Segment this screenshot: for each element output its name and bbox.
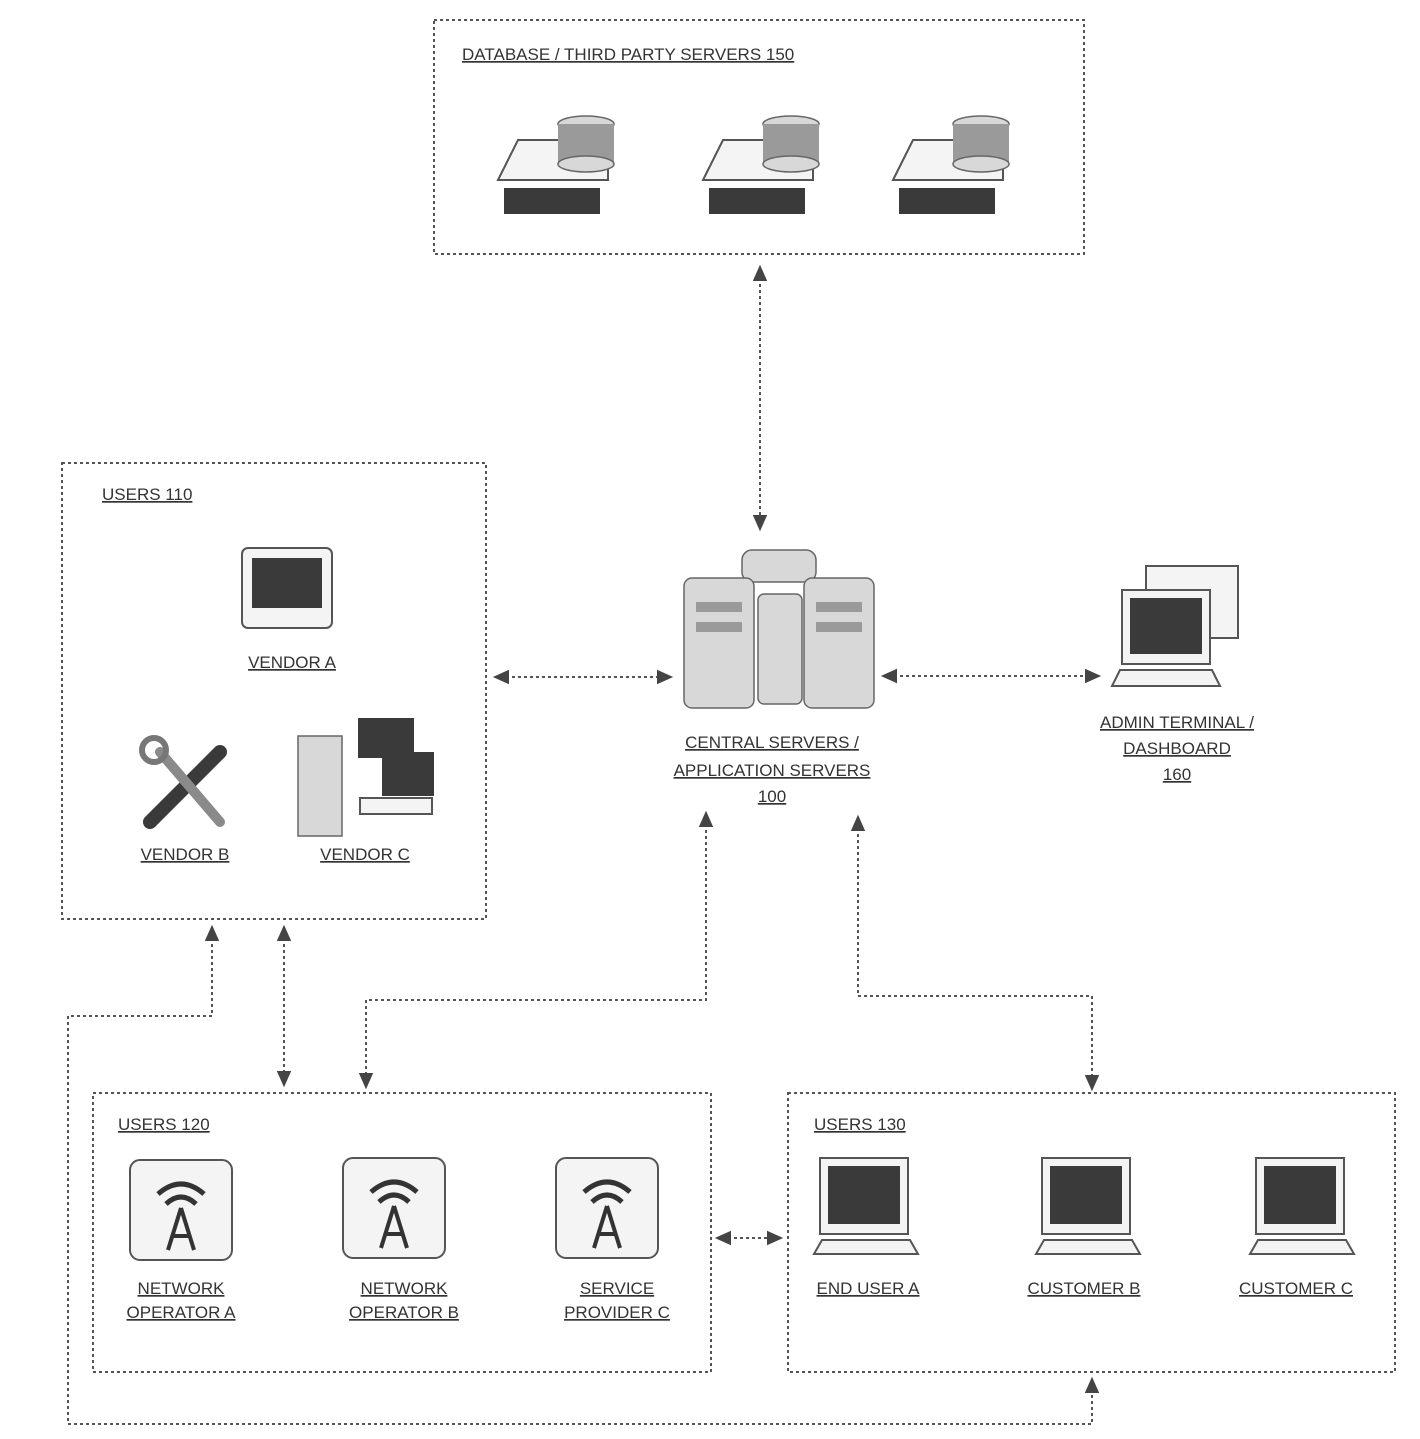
admin-computer-icon <box>1112 566 1238 686</box>
desktop-computer-icon <box>1250 1158 1354 1254</box>
vendor-b-label: VENDOR B <box>141 845 230 864</box>
network-operator-b-label-line1: NETWORK <box>361 1279 449 1298</box>
tablet-icon <box>242 548 332 628</box>
cell-tower-icon <box>343 1158 445 1258</box>
database-servers-group: DATABASE / THIRD PARTY SERVERS 150 <box>434 20 1084 254</box>
network-operator-a-label-line2: OPERATOR A <box>127 1303 237 1322</box>
connector-central-users130 <box>858 822 1092 1084</box>
desktop-computer-icon <box>1036 1158 1140 1254</box>
database-server-icon <box>703 116 819 214</box>
admin-terminal-label-line3: 160 <box>1163 765 1191 784</box>
vendor-c-label: VENDOR C <box>320 845 410 864</box>
database-group-label: DATABASE / THIRD PARTY SERVERS 150 <box>462 45 794 64</box>
users-120-label: USERS 120 <box>118 1115 210 1134</box>
desktop-computer-icon <box>814 1158 918 1254</box>
network-operator-a-label-line1: NETWORK <box>138 1279 226 1298</box>
central-servers-label-line3: 100 <box>758 787 786 806</box>
central-servers-label-line2: APPLICATION SERVERS <box>674 761 871 780</box>
database-server-icon <box>498 116 614 214</box>
server-cluster-icon <box>684 550 874 708</box>
network-operator-b-label-line2: OPERATOR B <box>349 1303 459 1322</box>
vendor-a-label: VENDOR A <box>248 653 337 672</box>
users-110-label: USERS 110 <box>102 485 192 504</box>
connector-central-users120 <box>366 818 706 1082</box>
cell-tower-icon <box>556 1158 658 1258</box>
admin-terminal-label-line2: DASHBOARD <box>1123 739 1231 758</box>
users-130-label: USERS 130 <box>814 1115 906 1134</box>
admin-terminal-node: ADMIN TERMINAL / DASHBOARD 160 <box>1100 566 1254 784</box>
users-130-group: USERS 130 END USER A CUSTOMER B CUSTOMER… <box>788 1093 1395 1372</box>
central-servers-label-line1: CENTRAL SERVERS / <box>685 733 859 752</box>
central-servers-node: CENTRAL SERVERS / APPLICATION SERVERS 10… <box>674 550 874 806</box>
service-provider-c-label-line2: PROVIDER C <box>564 1303 670 1322</box>
users-110-group: USERS 110 VENDOR A VENDOR B VENDOR C <box>62 463 486 919</box>
workstation-icon <box>298 718 434 836</box>
database-server-icon <box>893 116 1009 214</box>
customer-c-label: CUSTOMER C <box>1239 1279 1353 1298</box>
customer-b-label: CUSTOMER B <box>1027 1279 1140 1298</box>
tools-icon <box>142 738 220 822</box>
service-provider-c-label-line1: SERVICE <box>580 1279 654 1298</box>
users-120-group: USERS 120 NETWORK OPERATOR A NETWORK OPE… <box>93 1093 711 1372</box>
cell-tower-icon <box>130 1160 232 1260</box>
end-user-a-label: END USER A <box>817 1279 921 1298</box>
admin-terminal-label-line1: ADMIN TERMINAL / <box>1100 713 1254 732</box>
